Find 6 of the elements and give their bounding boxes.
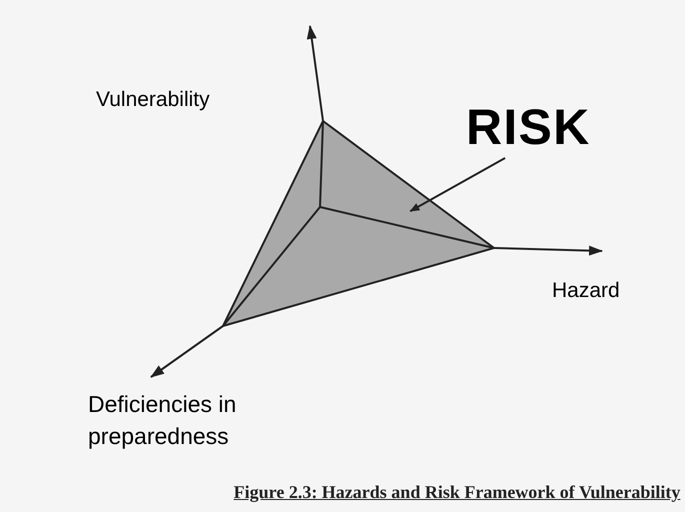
arrow bbox=[410, 157, 506, 212]
figure-caption: Figure 2.3: Hazards and Risk Framework of Vulnerability bbox=[232, 481, 682, 504]
axis-label: Deficiencies in preparedness bbox=[88, 390, 238, 451]
axis-label: Hazard bbox=[552, 278, 621, 304]
axis-label: Vulnerability bbox=[96, 87, 211, 113]
risk-heading: RISK bbox=[466, 98, 592, 156]
